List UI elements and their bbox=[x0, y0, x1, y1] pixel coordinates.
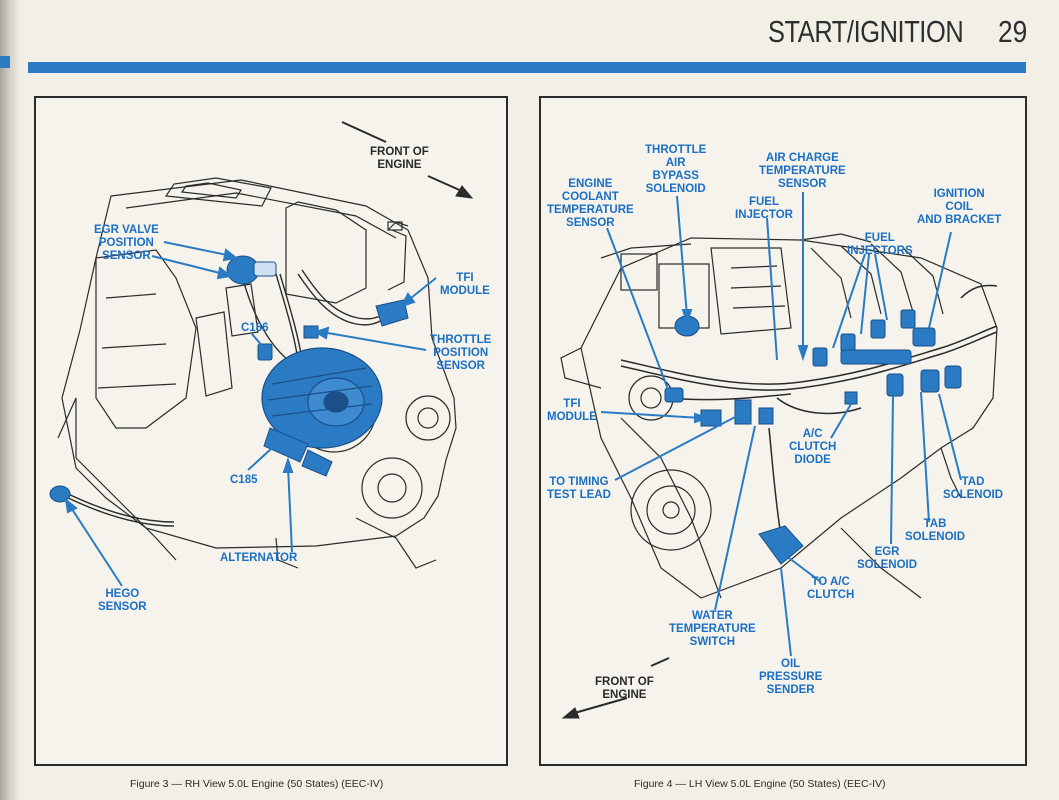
fig4-throttle-air-bypass-solenoid-label: THROTTLE AIR BYPASS SOLENOID bbox=[645, 144, 707, 195]
fig4-ac-clutch-diode-label: A/C CLUTCH DIODE bbox=[789, 428, 837, 466]
egr-solenoid-part bbox=[886, 373, 904, 397]
front-of-engine-arrow bbox=[561, 657, 670, 719]
fig4-water-temperature-switch-label: WATER TEMPERATURE SWITCH bbox=[669, 610, 756, 648]
fig3-tfi-module-label: TFI MODULE bbox=[440, 272, 490, 297]
water-temperature-switch-part bbox=[758, 407, 774, 425]
figure-4-leader-lines bbox=[600, 192, 962, 657]
fig4-tfi-module-label: TFI MODULE bbox=[547, 398, 597, 423]
fig4-egr-solenoid-label: EGR SOLENOID bbox=[857, 546, 918, 571]
fig4-fuel-injectors-label: FUEL INJECTORS bbox=[847, 232, 913, 257]
ac-clutch-diode-part bbox=[844, 391, 858, 405]
fuel-injectors-part bbox=[812, 309, 916, 367]
fig4-to-ac-clutch-label: TO A/C CLUTCH bbox=[807, 576, 855, 601]
wiring-harness bbox=[620, 284, 998, 537]
c186-connector-part bbox=[257, 343, 273, 361]
engine-block-outline bbox=[560, 233, 998, 599]
fig4-to-timing-test-lead-label: TO TIMING TEST LEAD bbox=[547, 476, 611, 501]
page-number: 29 bbox=[998, 14, 1028, 49]
tfi-module-part bbox=[700, 399, 752, 427]
fig3-throttle-position-sensor-label: THROTTLE POSITION SENSOR bbox=[430, 334, 492, 372]
oil-pressure-sender-part bbox=[758, 525, 804, 565]
ignition-coil-part bbox=[912, 327, 936, 347]
tad-solenoid-part bbox=[920, 365, 962, 393]
figure-4-caption: Figure 4 — LH View 5.0L Engine (50 State… bbox=[634, 778, 886, 790]
figure-3-panel: FRONT OF ENGINE EGR VALVE POSITION SENSO… bbox=[34, 96, 508, 766]
figure-3-engine-drawing bbox=[49, 121, 474, 587]
figure-4-panel: ENGINE COOLANT TEMPERATURE SENSOR THROTT… bbox=[539, 96, 1027, 766]
book-binding-shadow bbox=[0, 0, 20, 800]
fig3-alternator-label: ALTERNATOR bbox=[220, 552, 298, 564]
fig4-oil-pressure-sender-label: OIL PRESSURE SENDER bbox=[759, 658, 823, 696]
section-tab-marker bbox=[0, 56, 10, 68]
front-of-engine-arrow bbox=[341, 121, 474, 199]
fig3-c185-label: C185 bbox=[230, 474, 258, 486]
c185-connector-part bbox=[263, 427, 333, 477]
fig3-egr-valve-position-sensor-label: EGR VALVE POSITION SENSOR bbox=[94, 224, 159, 262]
tfi-module-part bbox=[375, 299, 409, 327]
alternator-part bbox=[261, 347, 383, 449]
egr-valve-position-sensor-part bbox=[226, 255, 277, 285]
fig4-fuel-injector-label: FUEL INJECTOR bbox=[735, 196, 793, 221]
fig4-air-charge-temperature-sensor-label: AIR CHARGE TEMPERATURE SENSOR bbox=[759, 152, 846, 190]
page-section-title: START/IGNITION bbox=[768, 14, 964, 49]
fig4-tab-solenoid-label: TAB SOLENOID bbox=[905, 518, 966, 543]
fig3-c186-label: C186 bbox=[241, 322, 269, 334]
figure-3-leader-lines bbox=[64, 241, 437, 587]
figure-4-engine-drawing bbox=[560, 192, 998, 719]
fig4-tad-solenoid-label: TAD SOLENOID bbox=[943, 476, 1004, 501]
fig3-front-of-engine-label: FRONT OF ENGINE bbox=[370, 146, 429, 171]
header-blue-rule bbox=[28, 62, 1026, 73]
fig3-hego-sensor-label: HEGO SENSOR bbox=[98, 588, 147, 613]
figure-3-caption: Figure 3 — RH View 5.0L Engine (50 State… bbox=[130, 778, 384, 790]
fig4-engine-coolant-temperature-sensor-label: ENGINE COOLANT TEMPERATURE SENSOR bbox=[547, 178, 634, 229]
fig4-front-of-engine-label: FRONT OF ENGINE bbox=[595, 676, 654, 701]
fig4-ignition-coil-and-bracket-label: IGNITION COIL AND BRACKET bbox=[917, 188, 1002, 226]
